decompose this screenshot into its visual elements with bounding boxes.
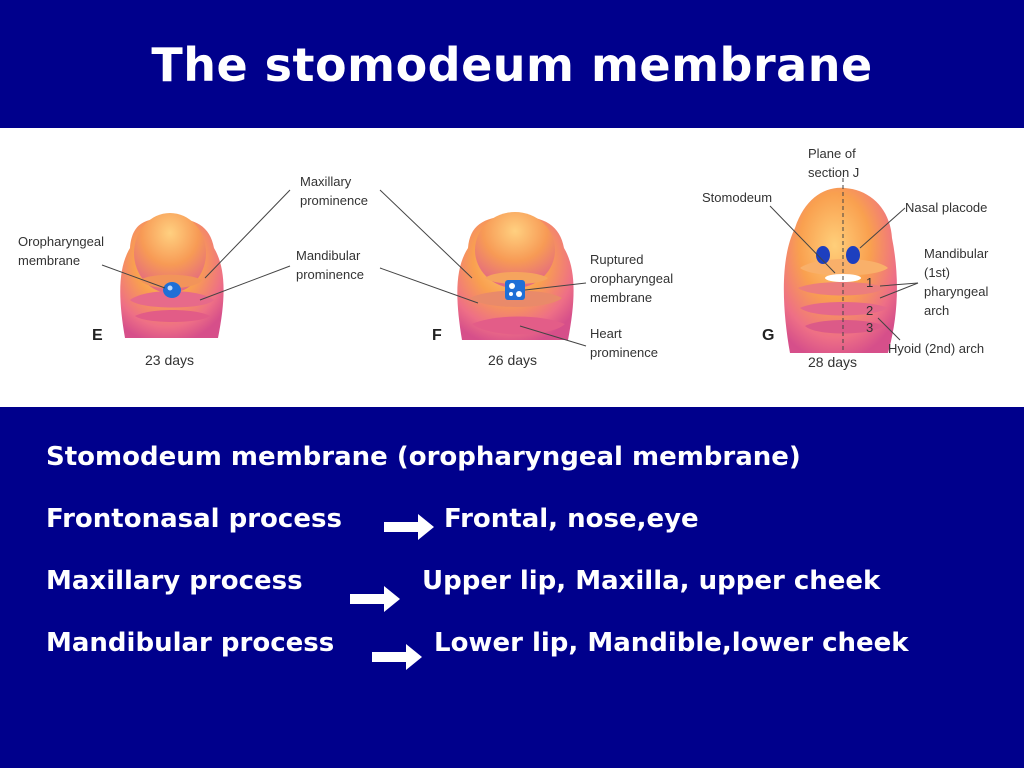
embryo-f	[457, 212, 574, 340]
line-mandibular-left: Mandibular process	[46, 628, 335, 658]
embryo-illustration	[101, 178, 919, 353]
line-frontonasal-left: Frontonasal process	[46, 504, 342, 534]
panel-letter-g: G	[762, 327, 775, 344]
leader-lines	[101, 189, 919, 347]
panel-letter-f: F	[432, 327, 442, 344]
label-arch-3: 3	[866, 320, 874, 335]
label-stomodeum: Stomodeum	[702, 190, 773, 205]
label-arch-1: 1	[866, 275, 874, 290]
label-nasal-placode: Nasal placode	[905, 200, 988, 215]
days-g: 28 days	[808, 354, 858, 370]
days-f: 26 days	[488, 352, 538, 368]
label-mandibular-prominence: Mandibular prominence	[296, 248, 364, 282]
embryo-figure: Oropharyngeal membrane Maxillary promine…	[0, 128, 1024, 407]
label-oropharyngeal-membrane: Oropharyngeal membrane	[18, 234, 104, 268]
label-ruptured-membrane: Ruptured oropharyngeal membrane	[590, 252, 674, 305]
panel-letter-e: E	[92, 327, 103, 344]
nasal-placode-right	[846, 246, 860, 264]
label-heart-prominence: Heart prominence	[590, 326, 658, 360]
ruptured-membrane-shape	[505, 280, 525, 300]
embryo-e	[120, 213, 224, 338]
label-mandibular-arch: Mandibular (1st) pharyngeal arch	[924, 246, 989, 318]
days-e: 23 days	[145, 352, 195, 368]
oropharyngeal-membrane-shape	[163, 282, 181, 298]
nasal-placode-left	[816, 246, 830, 264]
label-hyoid-arch: Hyoid (2nd) arch	[888, 341, 985, 356]
line-mandibular-right: Lower lip, Mandible,lower cheek	[434, 628, 909, 658]
arrow-right-icon	[350, 586, 400, 612]
slide-title: The stomodeum membrane	[151, 38, 873, 92]
embryo-g	[783, 178, 897, 353]
label-plane-of-section: Plane of section J	[808, 146, 860, 180]
line-maxillary-right: Upper lip, Maxilla, upper cheek	[422, 566, 881, 596]
line-frontonasal-right: Frontal, nose,eye	[444, 504, 699, 534]
arrow-right-icon	[372, 644, 422, 670]
line-maxillary-left: Maxillary process	[46, 566, 303, 596]
label-arch-2: 2	[866, 303, 874, 318]
line-stomodeum: Stomodeum membrane (oropharyngeal membra…	[46, 442, 801, 472]
label-maxillary-prominence: Maxillary prominence	[300, 174, 368, 208]
arrow-right-icon	[384, 514, 434, 540]
